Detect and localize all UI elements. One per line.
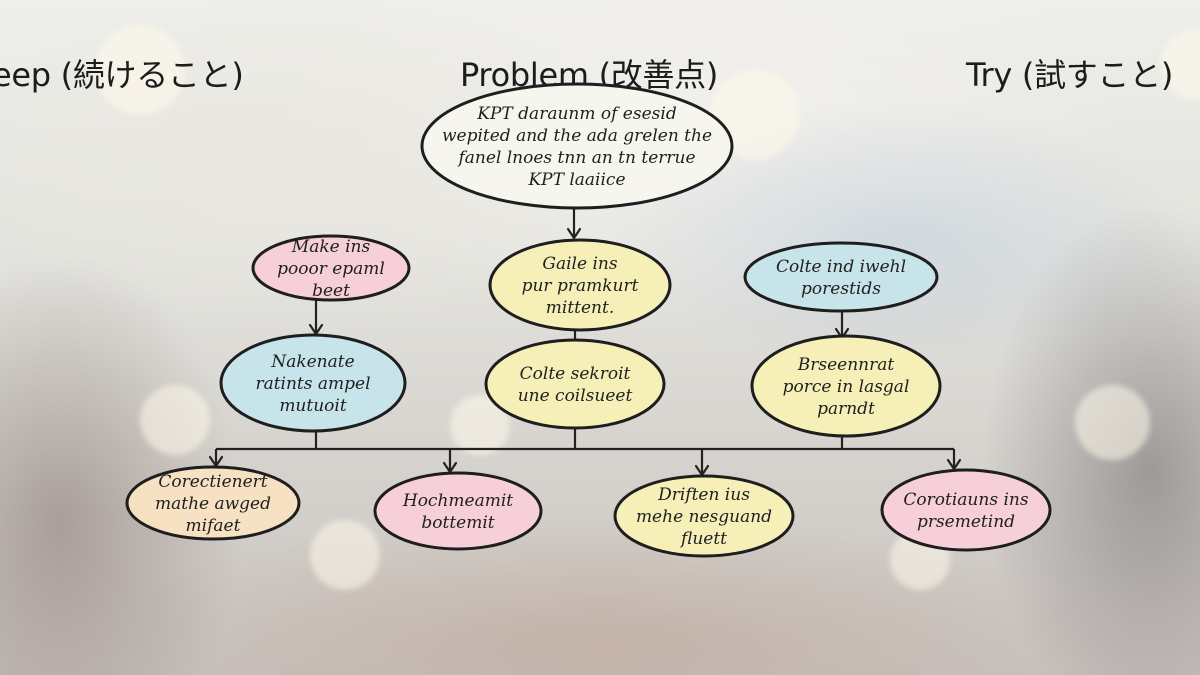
node-text-line: Driften ius — [657, 485, 750, 505]
node-text-line: pur pramkurt — [522, 276, 639, 296]
node-text-line: ratints ampel — [255, 374, 370, 394]
node-shape — [880, 468, 1052, 552]
node-text-line: mifaet — [186, 516, 241, 536]
bokeh-light — [95, 25, 185, 115]
node-shape — [488, 238, 672, 332]
node-text-line: une coilsueet — [518, 386, 633, 406]
node-text-line: bottemit — [421, 513, 494, 533]
arrow-root-to-problem-1-arrowhead — [566, 227, 582, 240]
try-column-heading: Try (試すこと) — [966, 56, 1174, 94]
node-text-line: pooor epaml — [277, 259, 385, 279]
node-text-line: prsemetind — [917, 512, 1015, 532]
node-text-line: KPT daraunm of esesid — [476, 104, 677, 124]
bokeh-light — [1075, 385, 1150, 460]
node-text-line: mutuoit — [279, 396, 347, 416]
node-shape — [219, 333, 407, 433]
node-text-line: porestids — [801, 279, 881, 299]
node-text-line: parndt — [817, 399, 875, 419]
node-text-line: Brseennrat — [797, 355, 895, 375]
node-text-line: Corectienert — [158, 472, 267, 492]
bokeh-light — [310, 520, 380, 590]
node-text-line: wepited and the ada grelen the — [442, 126, 712, 146]
node-text-line: mittent. — [546, 298, 614, 318]
node-shape — [420, 82, 734, 210]
node-shape — [373, 471, 543, 551]
node-shape — [613, 474, 795, 558]
node-shape — [251, 234, 411, 302]
node-text-line: fluett — [679, 529, 727, 549]
bokeh-light — [140, 385, 210, 455]
node-text-line: Corotiauns ins — [903, 490, 1028, 510]
node-text-line: beet — [312, 281, 350, 301]
node-text-line: Nakenate — [270, 352, 354, 372]
node-shape — [125, 465, 301, 541]
node-text-line: Colte sekroit — [520, 364, 631, 384]
keep-column-heading: eep (続けること) — [0, 56, 244, 94]
node-text-line: Make ins — [291, 237, 371, 257]
node-text-line: mathe awged — [155, 494, 271, 514]
node-text-line: porce in lasgal — [783, 377, 910, 397]
node-text-line: Gaile ins — [542, 254, 617, 274]
node-shape — [750, 334, 942, 438]
node-text-line: Colte ind iwehl — [776, 257, 906, 277]
node-text-line: mehe nesguand — [636, 507, 772, 527]
node-shape — [743, 241, 939, 313]
node-text-line: fanel lnoes tnn an tn terrue — [456, 148, 695, 168]
node-shape — [484, 338, 666, 430]
node-text-line: Hochmeamit — [402, 491, 513, 511]
node-text-line: KPT laaiice — [527, 170, 625, 190]
